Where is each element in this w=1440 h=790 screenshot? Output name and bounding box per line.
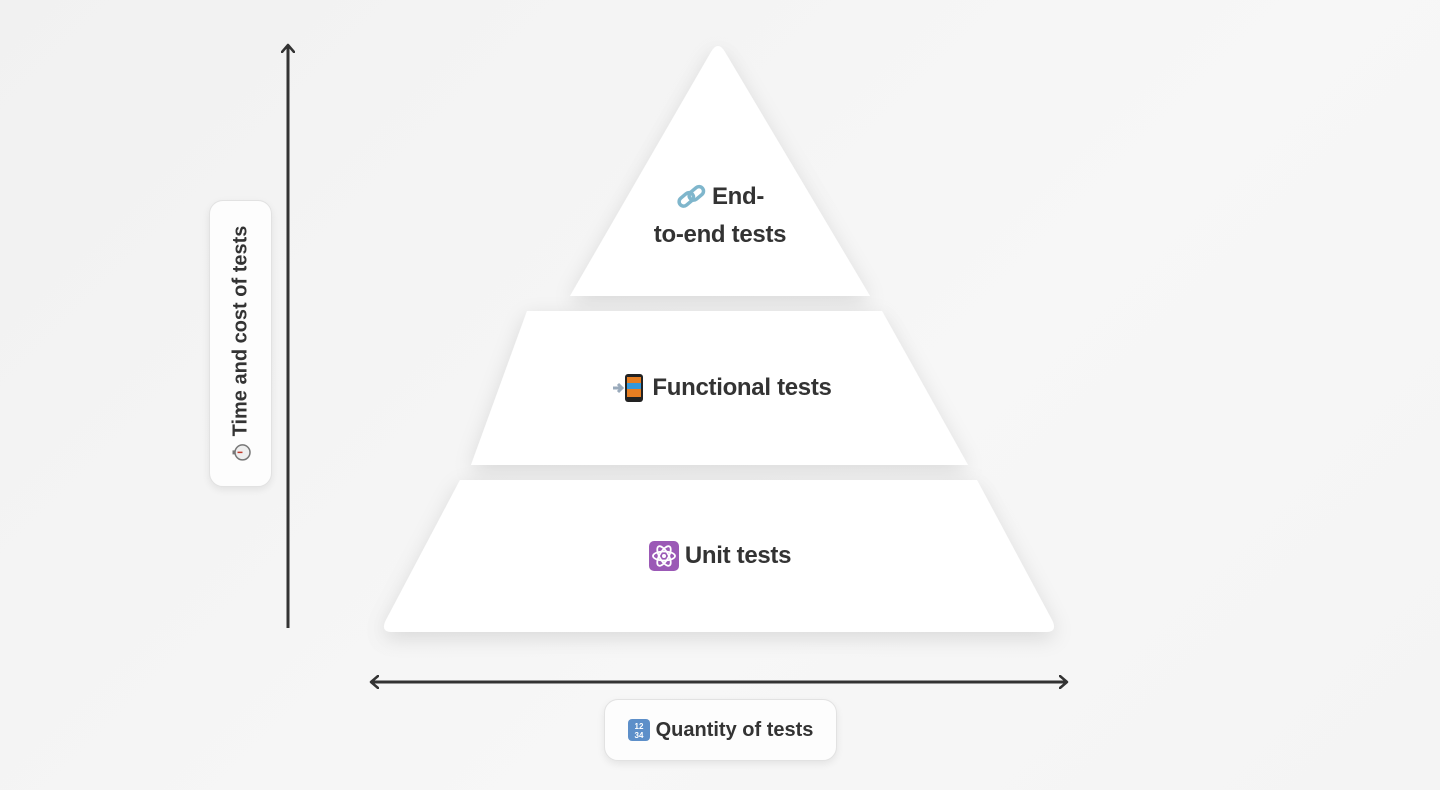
svg-text:12: 12 <box>634 722 643 731</box>
end-to-end-label-line1: End- <box>711 183 765 210</box>
pyramid-level-unit <box>384 480 1054 632</box>
svg-text:34: 34 <box>634 731 643 740</box>
link-icon <box>677 184 706 208</box>
vertical-axis-label-text: Time and cost of tests <box>229 225 251 436</box>
pyramid-level-functional <box>471 311 968 465</box>
horizontal-axis-label-pill: 12 34 Quantity of tests <box>604 699 837 761</box>
stopwatch-icon <box>231 443 250 461</box>
end-to-end-label-line2: to-end tests <box>653 221 787 248</box>
functional-label: Functional tests <box>527 370 917 406</box>
mobile-phone-arrow-icon <box>613 374 644 402</box>
end-to-end-label: End- to-end tests <box>570 180 870 252</box>
atom-icon <box>648 541 679 571</box>
horizontal-axis-label: 12 34 Quantity of tests <box>627 718 814 742</box>
horizontal-axis-label-text: Quantity of tests <box>655 718 814 741</box>
numbers-1234-icon: 12 34 <box>627 719 650 741</box>
vertical-axis-label: Time and cost of tests <box>229 225 252 462</box>
vertical-axis-label-pill: Time and cost of tests <box>209 200 272 487</box>
unit-label: Unit tests <box>560 538 880 574</box>
pyramid-level-end-to-end <box>570 46 870 296</box>
unit-label-text: Unit tests <box>684 542 792 569</box>
functional-label-text: Functional tests <box>652 374 832 401</box>
